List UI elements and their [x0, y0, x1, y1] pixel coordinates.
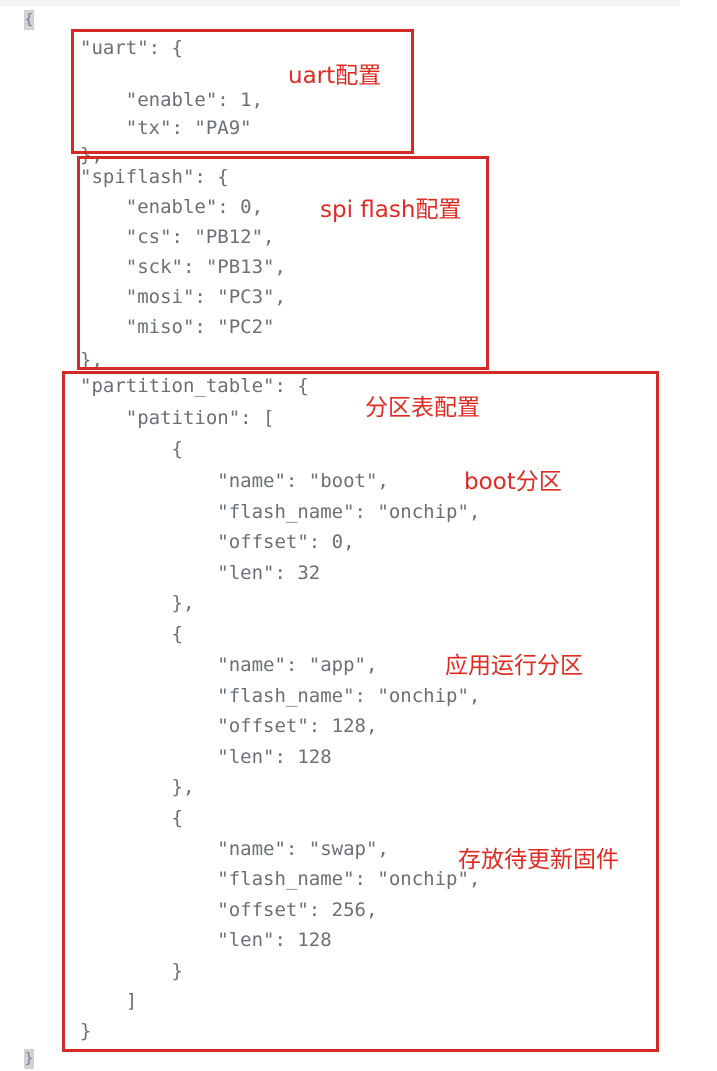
code-line: }, — [80, 592, 195, 614]
uart-annotation: uart配置 — [288, 63, 382, 89]
code-line: { — [80, 438, 183, 460]
code-line: "flash_name": "onchip", — [80, 685, 481, 707]
boot-annotation: boot分区 — [464, 469, 562, 495]
code-line: "len": 128 — [80, 746, 332, 768]
code-line: "name": "app", — [80, 654, 378, 676]
code-line: "cs": "PB12", — [80, 226, 275, 248]
fold-close-marker[interactable]: } — [24, 1049, 34, 1069]
spiflash-highlight-box — [77, 156, 489, 370]
code-line: "name": "boot", — [80, 470, 389, 492]
swap-annotation: 存放待更新固件 — [458, 847, 619, 873]
code-line: }, — [80, 349, 103, 371]
code-line: "offset": 0, — [80, 531, 355, 553]
code-line: } — [80, 960, 183, 982]
fold-open-marker[interactable]: { — [24, 10, 34, 30]
partition-table-highlight-box — [62, 371, 659, 1052]
partition-table-annotation: 分区表配置 — [365, 395, 480, 421]
code-line: }, — [80, 144, 103, 166]
code-line: "len": 128 — [80, 929, 332, 951]
app-annotation: 应用运行分区 — [445, 653, 583, 679]
code-line: "partition_table": { — [80, 375, 309, 397]
code-line: { — [80, 623, 183, 645]
code-line: "mosi": "PC3", — [80, 286, 286, 308]
code-line: "tx": "PA9" — [80, 117, 252, 139]
code-line: "enable": 1, — [80, 89, 264, 111]
code-line: "flash_name": "onchip", — [80, 501, 481, 523]
spiflash-annotation: spi flash配置 — [320, 197, 462, 223]
code-line: { — [80, 807, 183, 829]
editor-top-bar — [0, 0, 680, 6]
code-line: }, — [80, 776, 195, 798]
uart-highlight-box — [71, 29, 414, 154]
code-line: "miso": "PC2" — [80, 316, 275, 338]
code-line: "uart": { — [80, 37, 183, 59]
code-line: "spiflash": { — [80, 166, 229, 188]
code-line: "len": 32 — [80, 562, 321, 584]
code-line: "sck": "PB13", — [80, 256, 286, 278]
code-line: "enable": 0, — [80, 196, 264, 218]
code-line: } — [80, 1020, 92, 1042]
code-line: "offset": 128, — [80, 715, 378, 737]
code-line: ] — [80, 990, 138, 1012]
code-line: "offset": 256, — [80, 899, 378, 921]
code-line: "name": "swap", — [80, 838, 389, 860]
code-line: "flash_name": "onchip", — [80, 868, 481, 890]
code-line: "patition": [ — [80, 407, 275, 429]
